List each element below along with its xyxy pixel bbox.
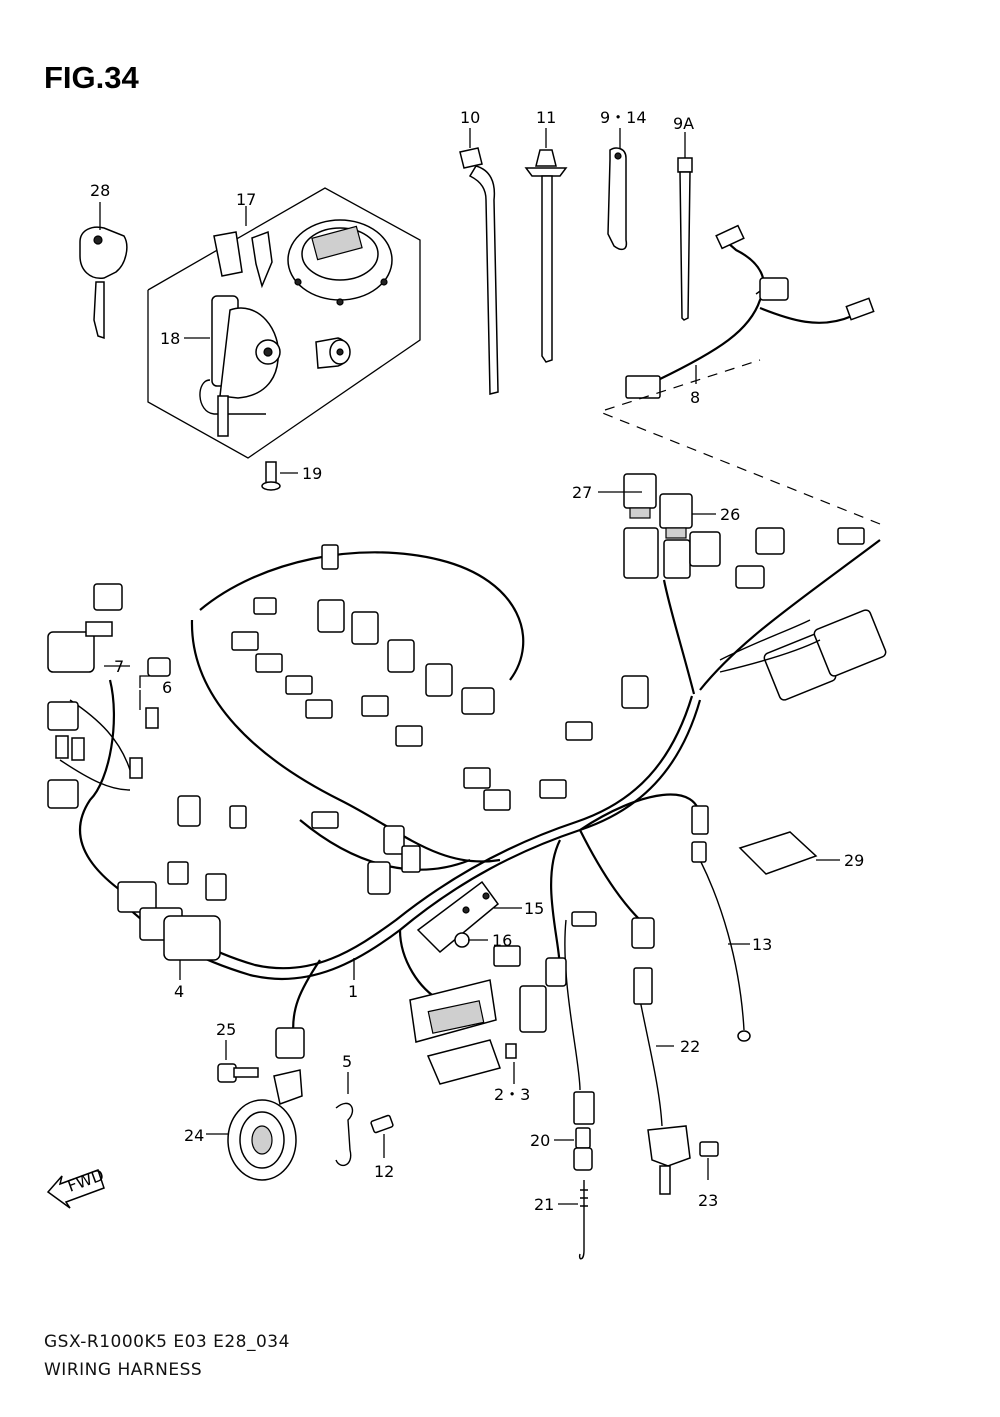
horn-24-part bbox=[206, 1069, 303, 1181]
bracket-15-16-part bbox=[416, 880, 522, 954]
screw-19-part bbox=[261, 461, 298, 491]
callout-27: 27 bbox=[572, 483, 592, 502]
callout-28: 28 bbox=[90, 181, 110, 200]
callout-22: 22 bbox=[680, 1037, 700, 1056]
callout-20: 20 bbox=[530, 1131, 550, 1150]
callout-25: 25 bbox=[216, 1020, 236, 1039]
harness-couplers bbox=[47, 527, 887, 1125]
key-part bbox=[79, 202, 128, 340]
callout-1: 1 bbox=[348, 982, 358, 1001]
clip-11-part bbox=[524, 128, 568, 363]
label-29-part bbox=[738, 831, 840, 875]
callout-12: 12 bbox=[374, 1162, 394, 1181]
callout-9-14: 9・14 bbox=[600, 108, 647, 127]
callout-29: 29 bbox=[844, 851, 864, 870]
seat-lock-cylinder-part bbox=[315, 337, 351, 369]
relay-27-part bbox=[598, 473, 657, 519]
callout-18: 18 bbox=[160, 329, 180, 348]
callout-17: 17 bbox=[236, 190, 256, 209]
sensor-22-part bbox=[647, 1045, 691, 1195]
leader-lines bbox=[104, 206, 642, 980]
sub-harness-8-part bbox=[625, 224, 875, 399]
callout-11: 11 bbox=[536, 108, 556, 127]
fuse-box-part bbox=[409, 979, 517, 1085]
bolt-23-part bbox=[699, 1141, 719, 1180]
callout-5: 5 bbox=[342, 1052, 352, 1071]
callout-15: 15 bbox=[524, 899, 544, 918]
callout-4: 4 bbox=[174, 982, 184, 1001]
assembly-dash-lines bbox=[599, 359, 881, 525]
callout-24: 24 bbox=[184, 1126, 204, 1145]
spring-5-part bbox=[335, 1072, 354, 1167]
cable-tie-10-part bbox=[459, 128, 499, 395]
callout-2-3: 2・3 bbox=[494, 1085, 530, 1104]
clamp-9-14-part bbox=[607, 128, 628, 251]
model-code: GSX-R1000K5 E03 E28_034 bbox=[44, 1332, 290, 1352]
ignition-lock-part bbox=[199, 230, 281, 437]
section-name: WIRING HARNESS bbox=[44, 1360, 203, 1380]
relay-26-part bbox=[659, 493, 716, 539]
callout-9a: 9A bbox=[673, 114, 694, 133]
bolt-12-part bbox=[370, 1114, 394, 1158]
callout-13: 13 bbox=[752, 935, 772, 954]
main-harness-1-part bbox=[59, 539, 881, 1127]
callout-10: 10 bbox=[460, 108, 480, 127]
callout-16: 16 bbox=[492, 931, 512, 950]
ignition-switch-set-box bbox=[147, 187, 421, 459]
callout-6: 6 bbox=[162, 678, 172, 697]
callout-21: 21 bbox=[534, 1195, 554, 1214]
callout-19: 19 bbox=[302, 464, 322, 483]
cable-tie-9a-part bbox=[677, 132, 693, 321]
callout-7: 7 bbox=[114, 657, 124, 676]
callout-26: 26 bbox=[720, 505, 740, 524]
callout-23: 23 bbox=[698, 1191, 718, 1210]
callout-labels: 10 11 9・14 9A 28 17 18 19 8 27 26 7 6 15… bbox=[90, 108, 864, 1214]
figure-title: FIG.34 bbox=[44, 60, 139, 95]
callout-8: 8 bbox=[690, 388, 700, 407]
fuel-cap-part bbox=[287, 219, 393, 306]
fwd-arrow-icon: FWD bbox=[46, 1165, 106, 1209]
switch-20-part bbox=[554, 1127, 593, 1171]
spring-21-part bbox=[558, 1180, 588, 1260]
bolt-25-part bbox=[217, 1040, 259, 1083]
